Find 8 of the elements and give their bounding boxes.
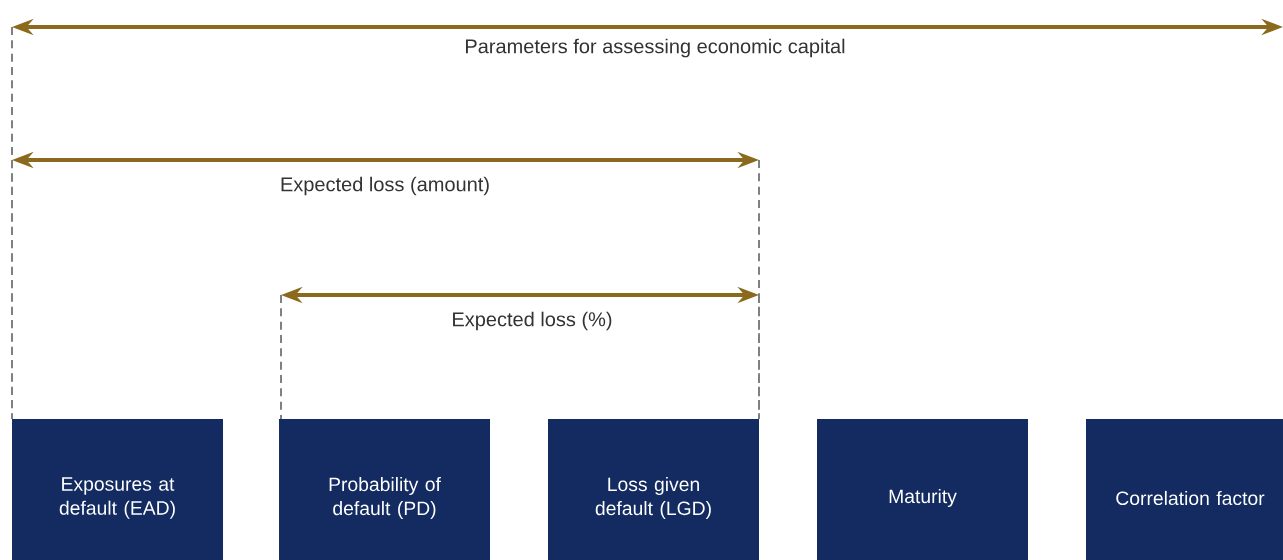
node-text: Exposures at default (EAD)	[59, 477, 175, 519]
node-text: Maturity	[889, 488, 957, 508]
span-label: Expected loss (amount)	[281, 176, 489, 196]
span-label: Parameters for assessing economic capital	[466, 38, 845, 58]
node-text: Probability of default (PD)	[329, 476, 441, 520]
node-text: Loss given default (LGD)	[595, 476, 711, 520]
node-text: Correlation factor	[1116, 490, 1265, 506]
span-label: Expected loss (%)	[453, 311, 612, 331]
